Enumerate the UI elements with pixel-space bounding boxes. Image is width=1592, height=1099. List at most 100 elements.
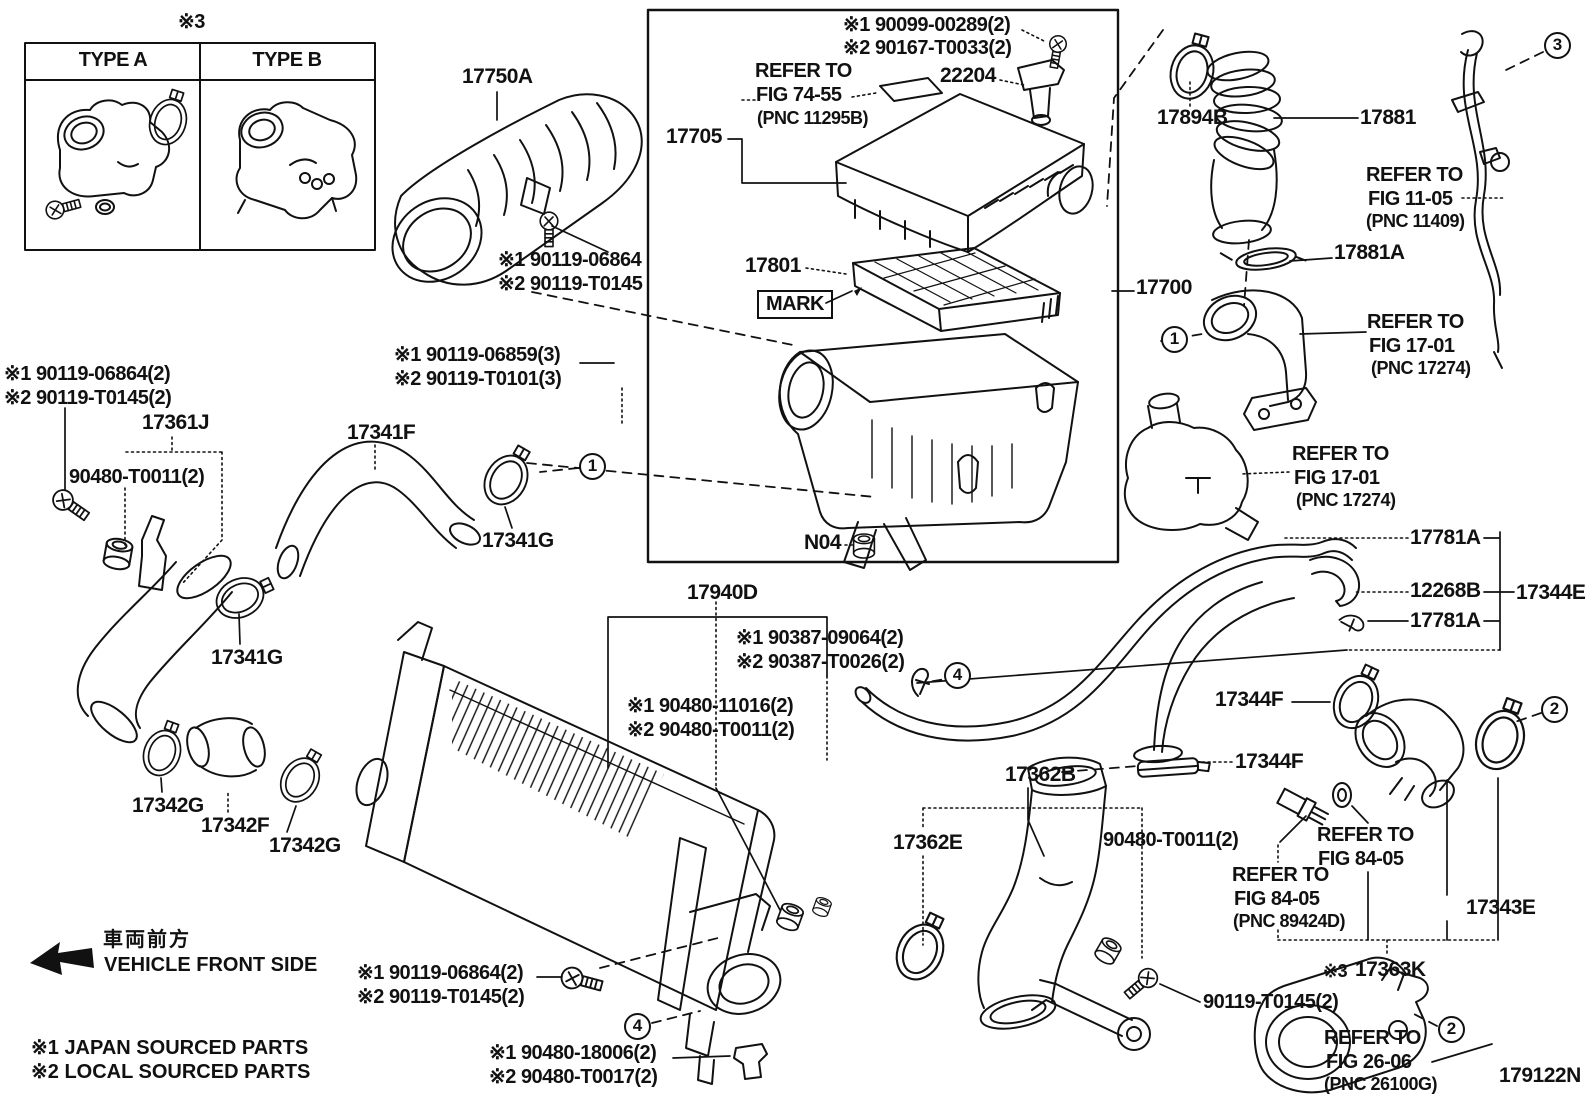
callout-3-gauge-tube: 3	[1544, 32, 1571, 59]
footnote-japan-sourced: ※1 JAPAN SOURCED PARTS	[31, 1037, 309, 1059]
part-label-17363k: 17363K	[1355, 958, 1426, 981]
part-label-12268b: 12268B	[1410, 579, 1481, 602]
part-label-17341g-1: 17341G	[482, 529, 554, 552]
type-comparison-box	[24, 42, 376, 251]
part-label-17343e: 17343E	[1466, 896, 1536, 919]
part-label-17342g-1: 17342G	[132, 794, 204, 817]
ref-fig8405a-line2: FIG 84-05	[1318, 848, 1404, 870]
part-label-17344f-2: 17344F	[1235, 750, 1304, 773]
ref-fig1701b-pnc: (PNC 17274)	[1296, 490, 1396, 510]
vacuum-pipe-17781a	[854, 538, 1366, 742]
part-label-17344e: 17344E	[1516, 581, 1586, 604]
intercooler-17940d	[355, 621, 834, 1085]
bolt-label-90480-18006: ※1 90480-18006(2)	[489, 1042, 657, 1064]
hose-clamp-17881a	[1219, 247, 1307, 271]
bolt-label-90119-t0101: ※2 90119-T0101(3)	[394, 368, 562, 390]
bolt-label-90099-00289: ※1 90099-00289(2)	[843, 14, 1011, 36]
ref-fig1701b-line1: REFER TO	[1292, 443, 1389, 465]
legend-note3: ※3	[178, 11, 205, 33]
ref-fig7455-line1: REFER TO	[755, 60, 852, 82]
air-cleaner-hose-17881	[1206, 50, 1283, 245]
ref-fig8405b-pnc: (PNC 89424D)	[1233, 911, 1346, 931]
ref-fig1105-line1: REFER TO	[1366, 164, 1463, 186]
bolt-label-90480-11016: ※1 90480-11016(2)	[627, 695, 794, 717]
type-b-header: TYPE B	[252, 49, 322, 71]
ref-fig1701a-pnc: (PNC 17274)	[1371, 358, 1471, 378]
bolt-label-90167-t0033: ※2 90167-T0033(2)	[843, 37, 1012, 59]
callout-2-clamp-17344: 2	[1541, 696, 1568, 723]
mark-box: MARK	[757, 290, 833, 319]
leader-lines	[64, 91, 1515, 1063]
ref-fig1105-line2: FIG 11-05	[1368, 188, 1453, 210]
bolt-label-90387-09064: ※1 90387-09064(2)	[736, 627, 904, 649]
bolt-label-90480-t0011-c: ※2 90480-T0011(2)	[627, 719, 795, 741]
bolt-label-90119-t0145: ※2 90119-T0145	[498, 273, 643, 295]
ref-fig1105-pnc: (PNC 11409)	[1366, 211, 1465, 231]
air-inlet-resonator	[1123, 392, 1259, 541]
part-label-17940d: 17940D	[687, 581, 758, 604]
part-label-17700: 17700	[1136, 276, 1192, 299]
ref-fig7455-pnc: (PNC 11295B)	[757, 108, 869, 128]
air-inlet-pipe	[1202, 289, 1317, 431]
ref-fig2606-line2: FIG 26-06	[1326, 1051, 1412, 1073]
bolt-label-90119-06859: ※1 90119-06859(3)	[394, 344, 561, 366]
callout-4-pipe-clip: 4	[944, 662, 971, 689]
oil-level-gauge-tube	[1451, 30, 1510, 369]
left-hose-assembly	[48, 437, 543, 810]
footnote-local-sourced: ※2 LOCAL SOURCED PARTS	[31, 1061, 311, 1083]
bolt-label-90480-t0011-left: 90480-T0011(2)	[69, 466, 205, 488]
part-label-22204: 22204	[940, 64, 996, 87]
part-label-17881a: 17881A	[1334, 241, 1405, 264]
vehicle-front-arrow	[30, 942, 94, 975]
bolt-label-90119-06864-bot: ※1 90119-06864(2)	[357, 962, 524, 984]
part-label-17801: 17801	[745, 254, 801, 277]
throttle-body-179122n	[1253, 956, 1429, 1094]
hose-clamp-17894b	[1163, 28, 1224, 105]
part-label-17341g-2: 17341G	[211, 646, 283, 669]
ref-fig1701a-line2: FIG 17-01	[1369, 335, 1455, 357]
ref-fig2606-pnc: (PNC 26100G)	[1324, 1074, 1438, 1094]
vehicle-front-en: VEHICLE FRONT SIDE	[104, 954, 318, 976]
bolt-label-90480-t0011-r: 90480-T0011(2)	[1103, 829, 1239, 851]
part-label-179122n: 179122N	[1499, 1064, 1581, 1087]
air-hose-17362b	[886, 756, 1163, 1051]
part-label-17781a-bottom: 17781A	[1410, 609, 1481, 632]
part-label-17750a: 17750A	[462, 65, 533, 88]
air-hose-17344e	[1133, 581, 1538, 826]
bolt-label-90480-t0017: ※2 90480-T0017(2)	[489, 1066, 658, 1088]
bolt-label-90119-06864: ※1 90119-06864	[498, 249, 642, 271]
ref-fig8405a-line1: REFER TO	[1317, 824, 1414, 846]
part-label-17344f-1: 17344F	[1215, 688, 1284, 711]
bolt-label-90119-t0145-r: 90119-T0145(2)	[1203, 991, 1339, 1013]
bolt-label-90119-t0145-bot: ※2 90119-T0145(2)	[357, 986, 525, 1008]
part-label-17881: 17881	[1360, 106, 1416, 129]
air-inlet-duct-17750a	[391, 93, 643, 286]
dotted-leaders	[124, 29, 1507, 959]
ref-fig2606-line1: REFER TO	[1324, 1027, 1421, 1049]
callout-2-throttle-body: 2	[1438, 1016, 1465, 1043]
part-label-17705: 17705	[666, 125, 722, 148]
callout-1-inlet-pipe: 1	[1161, 326, 1188, 353]
part-label-17342f: 17342F	[201, 814, 270, 837]
ref-fig8405b-line2: FIG 84-05	[1234, 888, 1320, 910]
ref-fig1701b-line2: FIG 17-01	[1294, 467, 1380, 489]
ref-fig8405b-line1: REFER TO	[1232, 864, 1329, 886]
part-label-n04: N04	[804, 531, 842, 554]
part-label-17361j: 17361J	[142, 411, 210, 434]
bolt-label-90119-06864-2: ※1 90119-06864(2)	[4, 363, 171, 385]
callout-4-intercooler: 4	[624, 1013, 651, 1040]
part-label-17341f: 17341F	[347, 421, 416, 444]
part-label-17894b: 17894B	[1157, 106, 1228, 129]
air-cleaner-assembly-box	[646, 8, 1120, 571]
part-label-17362e: 17362E	[893, 831, 963, 854]
vehicle-front-jp: 車両前方	[103, 929, 191, 951]
part-label-17781a-top: 17781A	[1410, 526, 1481, 549]
ref-fig7455-line2: FIG 74-55	[756, 84, 842, 106]
note3-prefix: ※3	[1323, 961, 1348, 981]
part-label-17362b: 17362B	[1005, 763, 1076, 786]
ref-fig1701a-line1: REFER TO	[1367, 311, 1464, 333]
bolt-label-90119-t0145-2: ※2 90119-T0145(2)	[4, 387, 172, 409]
type-a-header: TYPE A	[78, 49, 148, 71]
